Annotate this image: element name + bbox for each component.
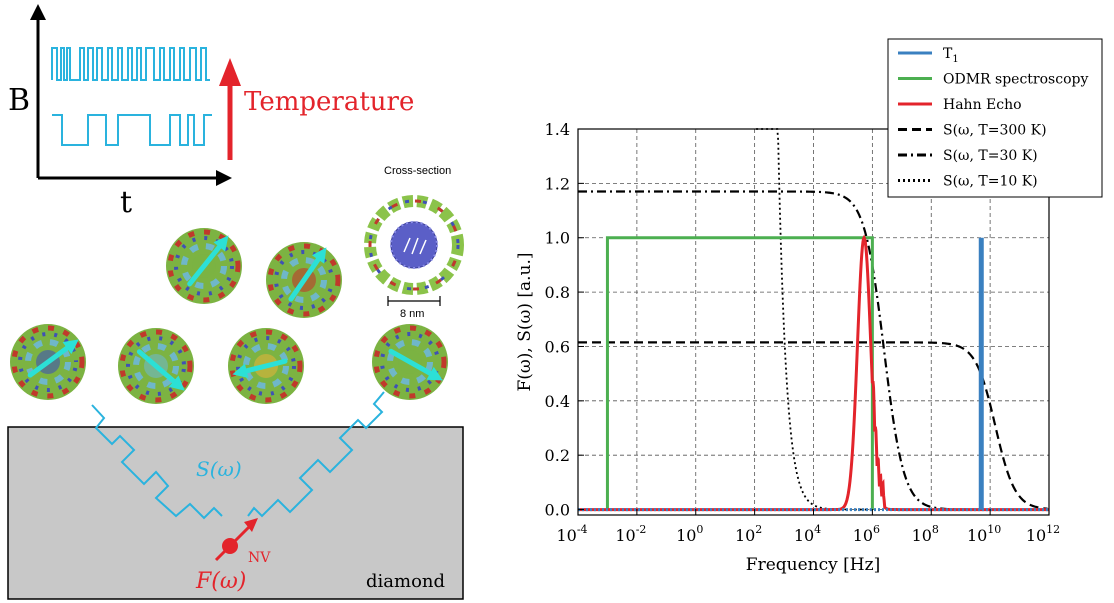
x-axis-label: Frequency [Hz] — [746, 555, 880, 575]
x-tick-label: 104 — [794, 523, 821, 545]
x-tick-label: 100 — [676, 523, 703, 545]
temperature-arrow — [219, 58, 241, 160]
f-omega-label: F(ω) — [195, 569, 246, 594]
legend-label: ODMR spectroscopy — [943, 72, 1088, 88]
y-tick-label: 0.4 — [545, 392, 570, 411]
y-tick-label: 1.2 — [545, 174, 570, 193]
y-tick-label: 1.0 — [545, 229, 570, 248]
nv-spin — [214, 518, 258, 562]
ferritin-protein — [372, 324, 448, 400]
legend-label: S(ω, T=30 K) — [943, 148, 1038, 164]
scale-label: 8 nm — [400, 308, 424, 320]
magnetic-moment-arrow — [388, 348, 440, 380]
protein-cluster — [10, 228, 448, 404]
legend-label: T1 — [943, 46, 959, 65]
x-tick-label: 1012 — [1026, 523, 1060, 545]
legend-label: S(ω, T=10 K) — [943, 174, 1038, 190]
schematic-panel: B t Temperature Cross-section 8 nm diamo… — [7, 4, 464, 600]
y-tick-label: 0.2 — [545, 446, 570, 465]
temperature-label: Temperature — [244, 87, 414, 117]
t-axis-label: t — [120, 185, 132, 220]
diamond-label: diamond — [366, 571, 445, 592]
ferritin-protein — [228, 328, 304, 404]
x-tick-label: 108 — [912, 523, 939, 545]
ferritin-protein — [118, 328, 194, 404]
x-tick-label: 10-4 — [556, 523, 587, 545]
chart-ticks: 10-4 10-2 100 102 104 106 108 1010 1012 0.0 0.2 0.4… — [545, 120, 1061, 545]
magnetic-moment-arrow — [288, 250, 326, 302]
pulse-axes — [36, 18, 220, 180]
series-s-10k — [756, 128, 872, 511]
cross-section-image — [364, 195, 464, 295]
noise-path-right — [247, 391, 385, 518]
nv-label: NV — [248, 550, 271, 566]
legend-label: Hahn Echo — [943, 97, 1022, 113]
slow-pulse-train — [52, 114, 212, 146]
s-omega-label: S(ω) — [196, 457, 242, 481]
series-s-30k — [578, 190, 1048, 511]
y-tick-label: 0.0 — [545, 501, 570, 520]
frequency-chart: 10-4 10-2 100 102 104 106 108 1010 1012 0.0 0.2 0.4… — [515, 38, 1103, 575]
ferritin-protein — [166, 228, 242, 304]
ferritin-protein — [266, 242, 342, 318]
scale-bar — [387, 296, 441, 306]
series-s-300k — [578, 341, 1048, 510]
legend-box — [887, 38, 1103, 198]
y-tick-label: 0.6 — [545, 337, 570, 356]
magnetic-moment-arrow — [187, 238, 227, 287]
fast-pulse-train — [51, 47, 210, 81]
b-axis-arrowhead — [30, 4, 46, 20]
legend-label: S(ω, T=300 K) — [943, 123, 1047, 139]
y-tick-label: 0.8 — [545, 283, 570, 302]
y-axis-label: F(ω), S(ω) [a.u.] — [515, 252, 535, 391]
ferritin-protein — [10, 324, 86, 400]
magnetic-moment-arrow — [136, 349, 183, 389]
x-tick-label: 106 — [853, 523, 880, 545]
series-odmr — [605, 236, 874, 510]
diamond-substrate — [7, 426, 464, 600]
cross-section-label: Cross-section — [384, 165, 451, 177]
x-tick-label: 1010 — [967, 523, 1001, 545]
y-tick-label: 1.4 — [545, 120, 570, 139]
magnetic-moment-arrow — [27, 340, 76, 378]
noise-path-left — [91, 404, 223, 520]
t-axis-arrowhead — [216, 170, 232, 186]
x-tick-label: 102 — [735, 523, 762, 545]
x-tick-label: 10-2 — [615, 523, 646, 545]
b-axis-label: B — [8, 83, 30, 118]
